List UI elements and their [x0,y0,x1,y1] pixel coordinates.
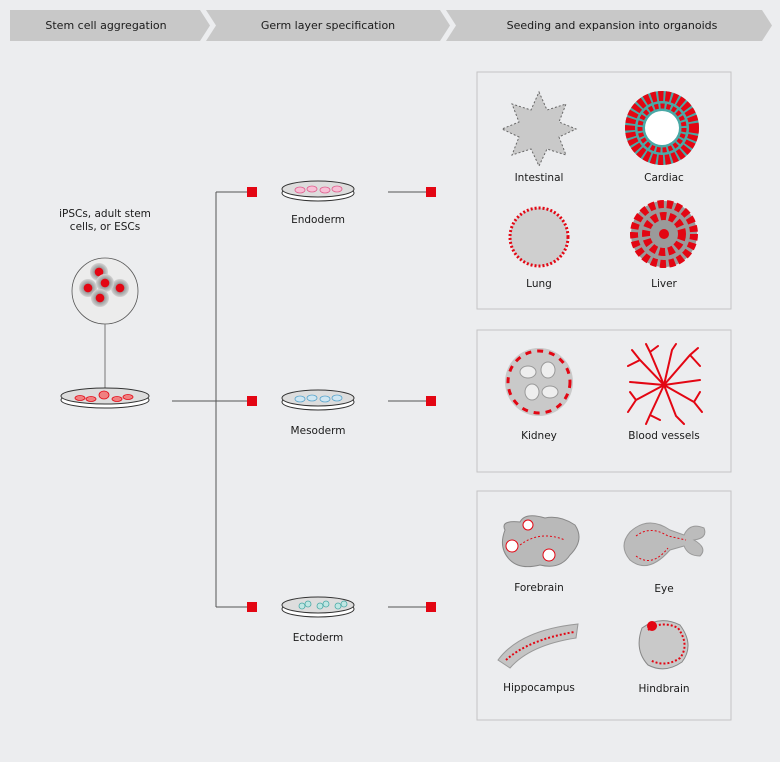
stem-cell-cluster-icon [71,257,139,325]
petri-dish-endoderm-icon [281,180,355,202]
organoid-eye-label: Eye [654,583,673,595]
eye-organoid-icon [623,522,706,567]
step-1-banner [10,10,210,41]
source-label-line1: iPSCs, adult stem [59,208,151,220]
organoid-forebrain-label: Forebrain [514,582,564,594]
hindbrain-organoid-icon [638,620,689,670]
forebrain-organoid-icon [501,515,580,568]
organoid-hippocampus-label: Hippocampus [503,682,575,694]
organoid-blood-vessels-label: Blood vessels [628,430,699,442]
connector-markers [247,187,436,612]
petri-dish-mesoderm-icon [281,389,355,411]
step-2-banner [206,10,450,41]
germ-layer-ectoderm-label: Ectoderm [293,632,343,644]
intestinal-organoid-icon [500,90,578,168]
lung-organoid-icon [508,206,570,268]
process-header: Stem cell aggregation Germ layer specifi… [10,10,772,41]
step-3-banner [446,10,772,41]
branch-connectors [172,191,430,608]
germ-layer-mesoderm-label: Mesoderm [291,425,346,437]
organoid-hindbrain-label: Hindbrain [638,683,689,695]
germ-layer-endoderm-label: Endoderm [291,214,345,226]
step-1-label: Stem cell aggregation [45,19,166,32]
hippocampus-organoid-icon [497,623,579,669]
step-3-label: Seeding and expansion into organoids [507,19,718,32]
organoid-kidney-label: Kidney [521,430,557,442]
step-2-label: Germ layer specification [261,19,395,32]
organoid-cardiac-label: Cardiac [644,172,684,184]
source-label-line2: cells, or ESCs [70,221,140,233]
liver-organoid-icon [630,200,698,268]
organoid-lung-label: Lung [526,278,552,290]
cardiac-organoid-icon [625,91,699,165]
organoid-intestinal-label: Intestinal [515,172,564,184]
organoid-liver-label: Liver [651,278,677,290]
blood-vessels-organoid-icon [627,343,703,425]
kidney-organoid-icon [505,348,573,416]
petri-dish-ectoderm-icon [281,596,355,618]
petri-dish-source-icon [60,387,150,409]
